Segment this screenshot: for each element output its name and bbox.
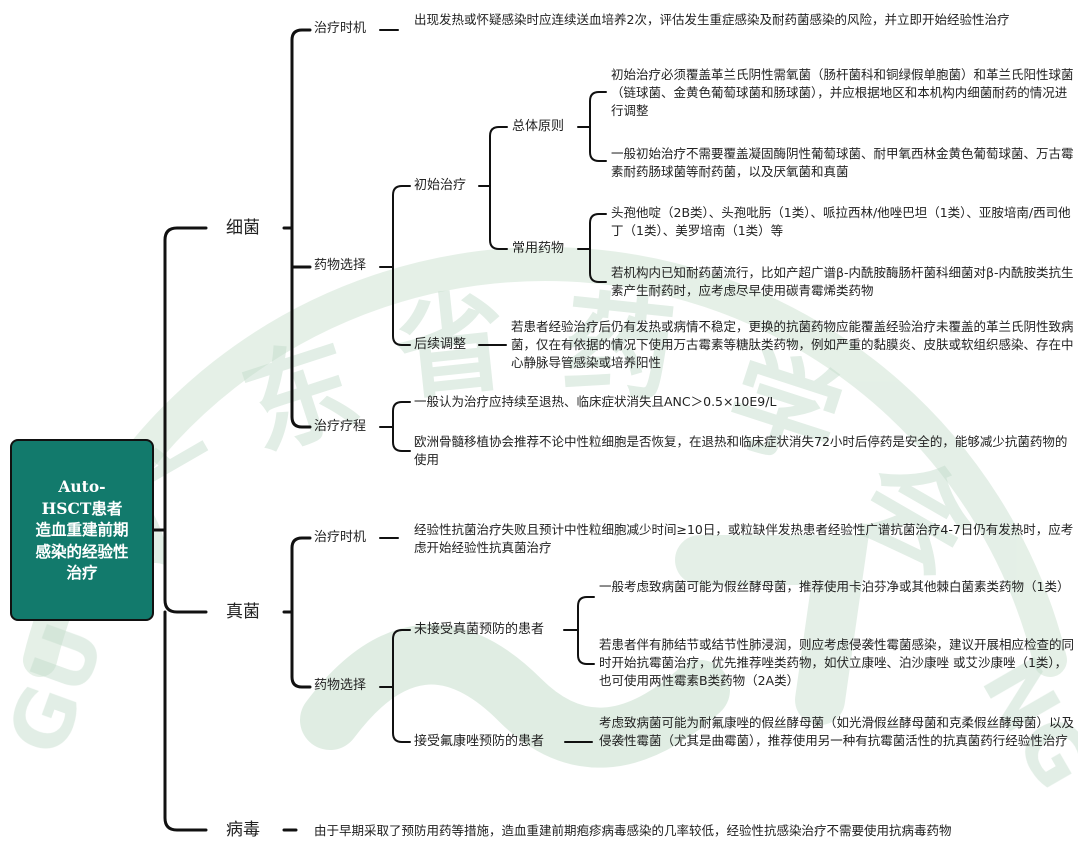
common-drugs-item: 头孢他啶（2B类）、头孢吡肟（1类）、哌拉西林/他唑巴坦（1类）、亚胺培南/西司… <box>611 205 1071 238</box>
no-prophylaxis-item: 若患者伴有肺结节或结节性肺浸润，则应考虑侵袭性霉菌感染，建议开展相应检查的同时开… <box>599 637 1075 688</box>
fungi-timing-text: 经验性抗菌治疗失败且预计中性粒细胞减少时间≥10日，或粒缺伴发热患者经验性广谱抗… <box>414 522 1074 555</box>
course-item: 欧洲骨髓移植协会推荐不论中性粒细胞是否恢复，在退热和临床症状消失72小时后停药是… <box>414 434 1068 467</box>
root-node: Auto-HSCT患者造血重建前期感染的经验性治疗 <box>10 439 154 621</box>
common-drugs-item: 若机构内已知耐药菌流行，比如产超广谱β-内酰胺酶肠杆菌科细菌对β-内酰胺类抗生素… <box>611 265 1074 298</box>
no-prophylaxis-item: 一般考虑致病菌可能为假丝酵母菌，推荐使用卡泊芬净或其他棘白菌素类药物（1类） <box>599 579 1070 594</box>
fluconazole-label: 接受氟康唑预防的患者 <box>414 734 545 749</box>
no-prophylaxis-label: 未接受真菌预防的患者 <box>414 622 545 637</box>
branch-bacteria: 细菌 <box>226 218 260 238</box>
branch-virus: 病毒 <box>226 820 260 840</box>
branch-fungi: 真菌 <box>226 602 260 622</box>
principle-item: 初始治疗必须覆盖革兰氏阴性需氧菌（肠杆菌科和铜绿假单胞菌）和革兰氏阳性球菌（链球… <box>611 67 1074 118</box>
followup-text: 若患者经验治疗后仍有发热或病情不稳定，更换的抗菌药物应能覆盖经验治疗未覆盖的革兰… <box>511 319 1074 370</box>
initial-treatment-label: 初始治疗 <box>414 178 467 193</box>
bacteria-drug-label: 药物选择 <box>314 258 367 273</box>
bacteria-timing-label: 治疗时机 <box>314 21 367 36</box>
watermark-char: 省 <box>389 277 512 416</box>
course-label: 治疗疗程 <box>314 419 367 434</box>
watermark-char: 药 <box>557 279 680 418</box>
course-item: 一般认为治疗应持续至退热、临床症状消失且ANC＞0.5×10E9/L <box>414 394 777 409</box>
common-drugs-label: 常用药物 <box>512 241 565 256</box>
bacteria-timing-text: 出现发热或怀疑感染时应连续送血培养2次，评估发生重症感染及耐药菌感染的风险，并立… <box>414 12 1010 27</box>
virus-text: 由于早期采取了预防用药等措施，造血重建前期疱疹病毒感染的几率较低，经验性抗感染治… <box>314 823 952 838</box>
root-title: Auto-HSCT患者造血重建前期感染的经验性治疗 <box>35 477 129 583</box>
principle-label: 总体原则 <box>512 119 565 134</box>
principle-item: 一般初始治疗不需要覆盖凝固酶阴性葡萄球菌、耐甲氧西林金黄色葡萄球菌、万古霉素耐药… <box>611 146 1074 179</box>
followup-label: 后续调整 <box>414 337 467 352</box>
fluconazole-text: 考虑致病菌可能为耐氟康唑的假丝酵母菌（如光滑假丝酵母菌和克柔假丝酵母菌）以及侵袭… <box>599 715 1075 748</box>
fungi-drug-label: 药物选择 <box>314 678 367 693</box>
fungi-timing-label: 治疗时机 <box>314 530 367 545</box>
